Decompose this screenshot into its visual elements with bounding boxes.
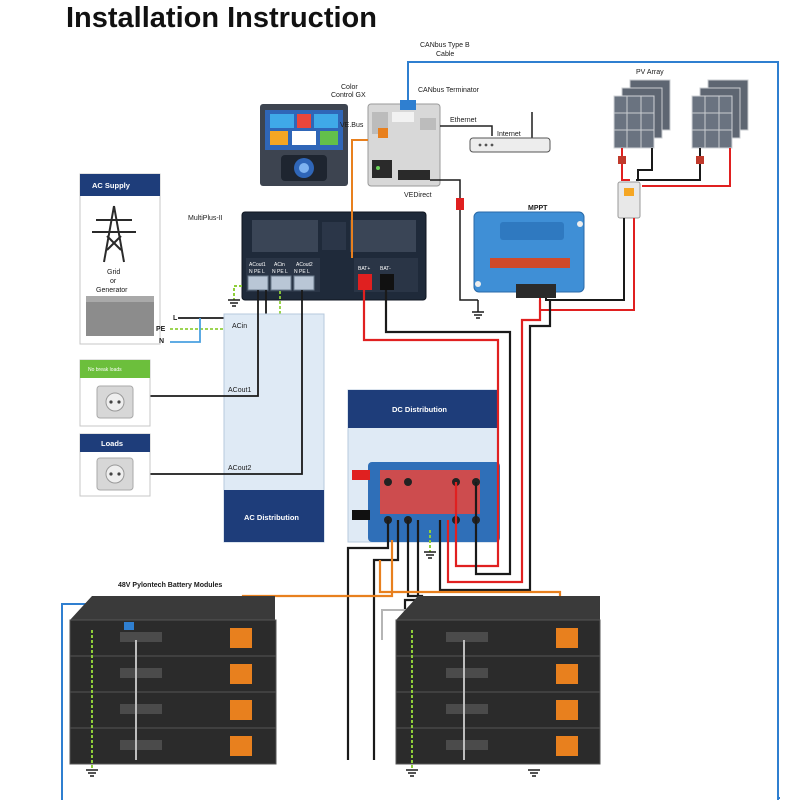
line-pe-label: PE xyxy=(156,326,166,333)
line-l-label: L xyxy=(173,315,178,322)
earth-symbol xyxy=(406,769,418,777)
mp-npel-3: N PE L xyxy=(294,269,310,275)
battery-module xyxy=(69,655,277,693)
loads-label: Loads xyxy=(101,439,123,448)
ac-distribution-panel xyxy=(223,313,325,543)
bat-plus-label: BAT+ xyxy=(358,266,370,272)
ac-output-wiring xyxy=(150,290,303,475)
color-control-label-1: Color xyxy=(341,84,358,91)
color-control-gx xyxy=(260,104,348,186)
battery-module xyxy=(395,691,601,729)
mp-npel-1: N PE L xyxy=(249,269,265,275)
battery-modules-label: 48V Pylontech Battery Modules xyxy=(118,582,222,589)
no-break-loads-label: No break loads xyxy=(88,367,122,373)
canbus-cable-label-1: CANbus Type B xyxy=(420,42,470,49)
ethernet-label: Ethernet xyxy=(450,117,477,124)
acout1-label: ACout1 xyxy=(228,387,251,394)
ac-supply-label: AC Supply xyxy=(92,181,131,190)
battery-module xyxy=(395,619,601,657)
color-control-label-2: Control GX xyxy=(331,92,366,99)
internet-router xyxy=(469,112,551,153)
grid-label-2: or xyxy=(110,278,117,285)
earth-symbol xyxy=(86,769,98,777)
internet-label: Internet xyxy=(497,131,521,138)
acout2-label: ACout2 xyxy=(228,465,251,472)
solar-panel xyxy=(691,79,749,149)
earth-symbol xyxy=(424,551,436,559)
mp-npel-2: N PE L xyxy=(272,269,288,275)
pv-fuse xyxy=(618,156,626,164)
ac-distribution-label: AC Distribution xyxy=(244,513,299,522)
line-n-label: N xyxy=(159,338,164,345)
canbus-terminator-label: CANbus Terminator xyxy=(418,87,480,94)
solar-panel xyxy=(613,79,671,149)
pv-fuse xyxy=(696,156,704,164)
mp-acout1-label: ACout1 xyxy=(249,262,266,268)
mp-acin-label: ACin xyxy=(274,262,285,268)
earth-symbol xyxy=(228,299,240,307)
pv-wiring xyxy=(621,148,731,187)
dc-distribution-label: DC Distribution xyxy=(392,405,447,414)
earth-symbol xyxy=(472,300,484,319)
mppt-label: MPPT xyxy=(528,205,548,212)
loads-panel xyxy=(79,433,151,497)
fuse xyxy=(456,198,464,210)
battery-rack-left xyxy=(69,596,277,768)
canbus-cable-label-2: Cable xyxy=(436,51,454,58)
battery-module xyxy=(69,619,277,657)
dc-wiring xyxy=(362,290,552,592)
battery-module xyxy=(69,727,277,765)
pylon-icon xyxy=(92,205,136,263)
mp-acout2-label: ACout2 xyxy=(296,262,313,268)
bat-minus-label: BAT- xyxy=(380,266,391,272)
dc-distribution-panel xyxy=(347,389,500,543)
page-title: Installation Instruction xyxy=(66,2,377,34)
vedirect-label: VEDirect xyxy=(404,192,432,199)
generator-icon xyxy=(86,300,154,336)
pv-array xyxy=(613,79,749,149)
pv-isolator xyxy=(617,181,641,219)
ac-terminals xyxy=(247,275,315,291)
gx-device xyxy=(367,100,441,187)
battery-module xyxy=(395,655,601,693)
multiplus-label: MultiPlus-II xyxy=(188,215,223,222)
earth-symbol xyxy=(528,769,540,777)
vebus-label: VE.Bus xyxy=(340,122,364,129)
vebus-connector xyxy=(378,128,388,138)
mppt-controller xyxy=(473,211,585,298)
grid-label-1: Grid xyxy=(107,269,120,276)
multiplus-ii-inverter xyxy=(241,211,427,301)
battery-rack-right xyxy=(395,596,601,768)
ac-supply-panel xyxy=(79,173,161,345)
acin-label: ACin xyxy=(232,323,247,330)
battery-module xyxy=(69,691,277,729)
grid-label-3: Generator xyxy=(96,287,128,294)
battery-module xyxy=(395,727,601,765)
no-break-loads-panel xyxy=(79,359,151,427)
vebus-cable xyxy=(351,139,368,258)
pv-array-label: PV Array xyxy=(636,69,664,76)
